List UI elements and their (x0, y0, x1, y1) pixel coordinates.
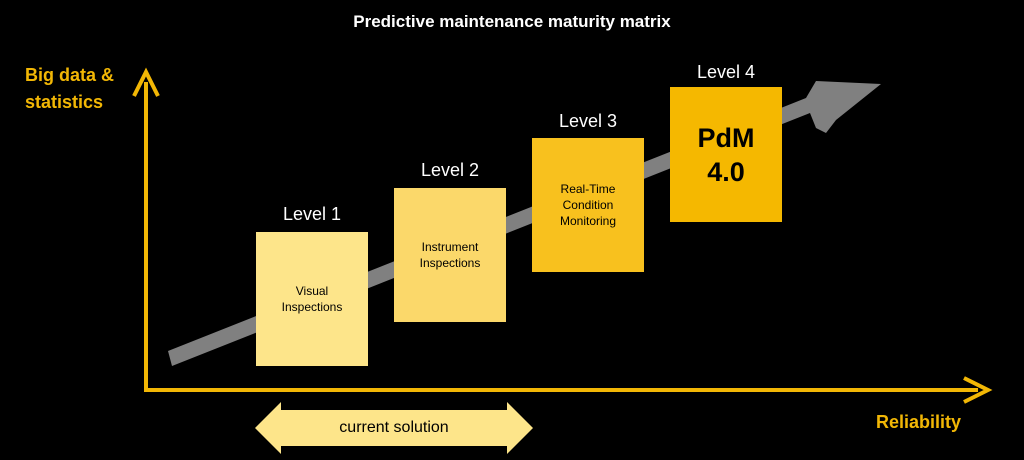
level-3-box-text: Real-Time Condition Monitoring (560, 181, 616, 229)
current-solution-arrow (255, 402, 533, 454)
level-2-box: Instrument Inspections (394, 188, 506, 322)
level-2-box-line2: Inspections (419, 256, 481, 270)
level-3-box: Real-Time Condition Monitoring (532, 138, 644, 272)
level-3-box-line2: Condition (562, 198, 614, 212)
level-1-label: Level 1 (282, 204, 342, 224)
level-3-label: Level 3 (558, 111, 618, 131)
level-2-label: Level 2 (420, 160, 480, 180)
y-axis-label-line2: statistics (25, 92, 104, 112)
level-1-box-text: Visual Inspections (282, 283, 343, 315)
level-4-box-line1: PdM (697, 122, 755, 153)
level-1-box: Visual Inspections (256, 232, 368, 366)
x-axis-label: Reliability (876, 412, 962, 432)
y-axis-arrowhead (132, 67, 160, 97)
level-2-box-line1: Instrument (421, 240, 479, 254)
level-2-box-text: Instrument Inspections (420, 239, 481, 271)
y-axis-label-line1: Big data & (25, 65, 115, 85)
level-3-box-line1: Real-Time (560, 182, 616, 196)
level-4-box-line2: 4.0 (707, 156, 745, 187)
level-4-box-text: PdM 4.0 (698, 121, 755, 189)
level-3-box-line3: Monitoring (559, 214, 617, 228)
current-solution-label: current solution (339, 419, 449, 436)
x-axis-arrowhead (963, 376, 993, 404)
diagram-title: Predictive maintenance maturity matrix (353, 12, 671, 31)
level-1-box-line2: Inspections (281, 300, 343, 314)
level-1-box-line1: Visual (295, 284, 329, 298)
level-4-box: PdM 4.0 (670, 87, 782, 222)
y-axis-label: Big data & statistics (25, 62, 114, 116)
level-4-label: Level 4 (696, 62, 756, 82)
